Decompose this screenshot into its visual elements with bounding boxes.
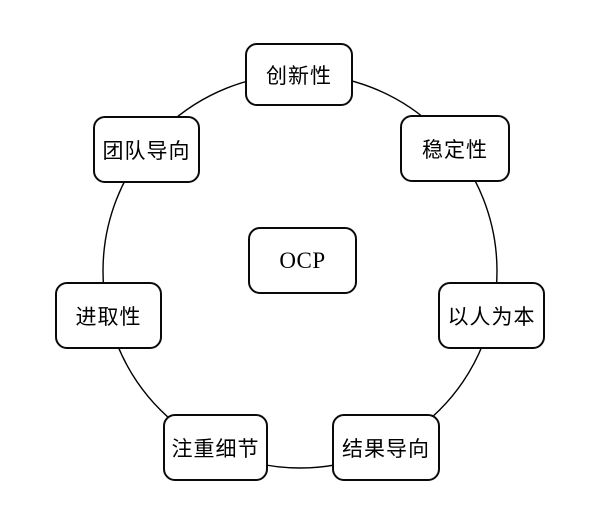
node-ocp-center-label: OCP bbox=[279, 247, 326, 273]
node-innovation: 创新性 bbox=[245, 43, 353, 106]
node-stability-label: 稳定性 bbox=[422, 137, 488, 162]
node-people-oriented-label: 以人为本 bbox=[447, 304, 536, 329]
node-enterprising: 进取性 bbox=[55, 282, 162, 349]
node-result-oriented: 结果导向 bbox=[332, 414, 440, 481]
node-team-oriented: 团队导向 bbox=[93, 116, 200, 183]
node-enterprising-label: 进取性 bbox=[75, 304, 142, 329]
node-people-oriented: 以人为本 bbox=[438, 282, 545, 349]
node-result-oriented-label: 结果导向 bbox=[342, 436, 430, 461]
node-ocp-center: OCP bbox=[248, 227, 357, 294]
node-team-oriented-label: 团队导向 bbox=[102, 138, 191, 163]
node-innovation-label: 创新性 bbox=[266, 63, 332, 88]
node-attention-to-detail-label: 注重细节 bbox=[171, 436, 260, 461]
node-stability: 稳定性 bbox=[400, 115, 510, 182]
node-attention-to-detail: 注重细节 bbox=[163, 414, 268, 481]
